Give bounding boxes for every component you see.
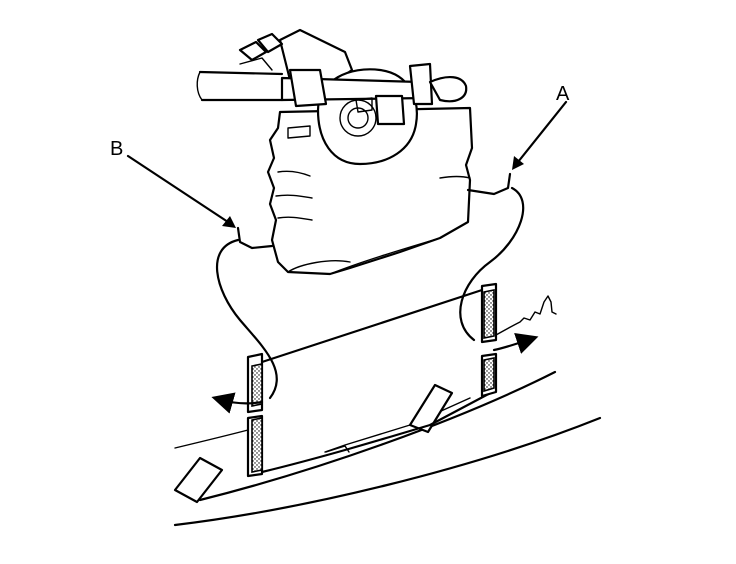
housing-grip-3 [277,216,313,221]
right-slot-upper-hatch [483,289,495,339]
cable-rod-top [198,70,284,76]
clip-b-path [215,238,278,400]
clip-b-seat [236,226,274,250]
panel-inner-ledge [324,397,471,453]
connector-prong-1 [238,40,268,62]
panel-cut-edge [495,295,557,336]
right-slot-lower-hatch [483,357,495,393]
connector-latch [239,57,273,71]
mounting-bracket [246,282,498,478]
callout-b-leader [126,154,230,224]
housing-slot-top [287,125,311,139]
bracket-bottom-edge [260,388,498,474]
bracket-foot [325,445,350,453]
release-arrow-left [211,392,264,414]
connector-prong-2 [256,32,284,54]
housing-bottom-lip [287,260,351,273]
release-arrow-right [492,333,539,354]
callout-a-leader [516,100,568,164]
housing-grip-1 [277,170,311,177]
callout-a: A [512,83,570,170]
panel-outer-edge [173,416,602,527]
housing-right-notch [439,175,471,179]
link-clamp-left [288,68,328,108]
callout-a-arrowhead [512,156,524,170]
link-clamp-right [408,62,434,106]
link-tab [355,97,373,113]
panel-mid-edge [198,370,557,502]
clip-a-hook [466,172,512,196]
link-block [374,94,406,126]
left-slot-lower-hatch [251,417,263,473]
panel-tab-center [408,383,454,434]
control-unit [196,28,474,276]
panel-top-edge [174,429,249,449]
callout-a-label: A [556,83,570,105]
callout-b-label: B [110,138,123,160]
left-slot-upper-hatch [251,363,263,407]
panel-tab-left [173,456,224,504]
cable-rod-end [196,71,203,101]
dashboard-panel [173,295,602,527]
clip-a-seat [466,172,512,196]
link-rod-right [428,76,468,103]
clip-b-hook [236,226,274,250]
bracket-top-edge [260,288,484,364]
callout-b: B [110,138,236,228]
housing-lower-curve [329,237,441,275]
clip-a-path [459,186,525,342]
callout-b-arrowhead [222,216,236,228]
housing-grip-2 [275,194,313,199]
